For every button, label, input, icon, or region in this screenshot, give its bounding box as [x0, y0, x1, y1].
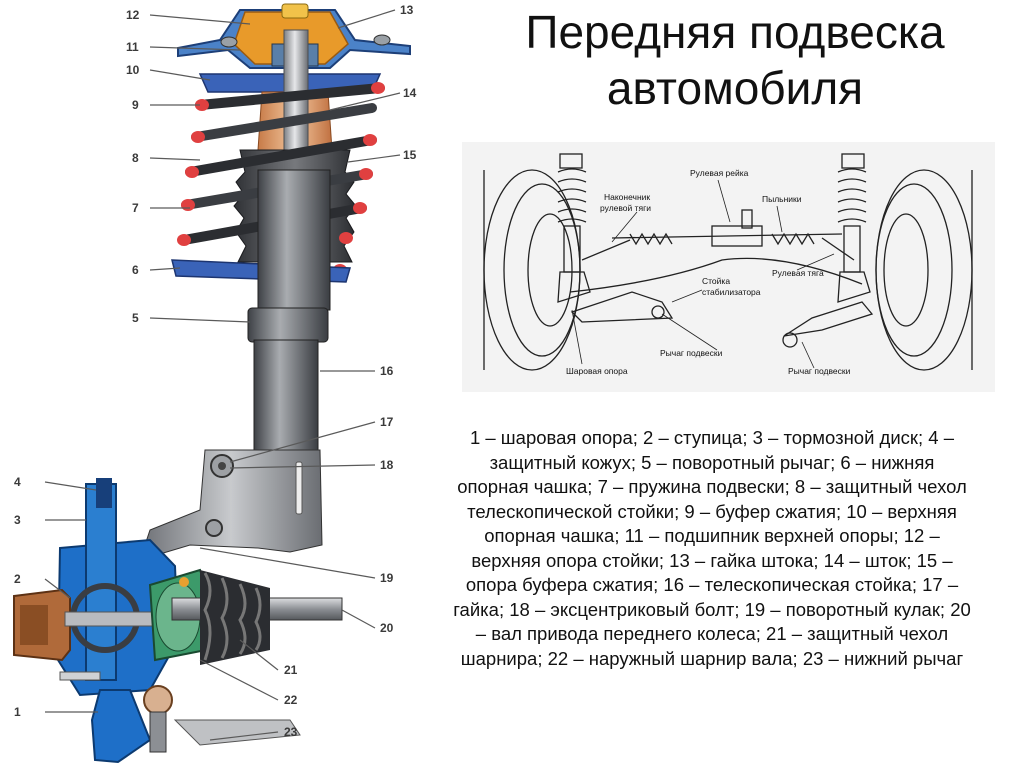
left-control-arm: [570, 291, 674, 323]
callout-19: 19: [380, 571, 394, 585]
callout-8: 8: [132, 151, 139, 165]
callout-6: 6: [132, 263, 139, 277]
steering-rack: [611, 209, 843, 247]
callout-4: 4: [14, 475, 21, 489]
slide-title: Передняя подвеска автомобиля: [450, 4, 1020, 116]
label-ball-joint: Шаровая опора: [566, 366, 628, 376]
stabilizer-bar: [569, 257, 863, 293]
label-control-arm-right: Рычаг подвески: [788, 366, 851, 376]
strut-illustration: 1 2 3 4 5 6 7 8 9 10 11 12 13 14 15 16 1…: [13, 3, 417, 764]
slide-title-line-1: Передняя подвеска: [525, 6, 945, 58]
front-suspension-diagram: Рулевая рейка Наконечник рулевой тяги Пы…: [462, 142, 995, 392]
callout-12: 12: [126, 8, 140, 22]
label-stabilizer-1: Стойка: [702, 276, 730, 286]
knuckle-bracket: [139, 449, 323, 561]
left-strut: [557, 153, 591, 303]
callout-21: 21: [284, 663, 298, 677]
callout-13: 13: [400, 3, 414, 17]
callout-16: 16: [380, 364, 394, 378]
label-tie-rod: Рулевая тяга: [772, 268, 824, 278]
callout-11: 11: [126, 40, 139, 54]
strut-body: [257, 169, 331, 311]
label-stabilizer-2: стабилизатора: [702, 287, 761, 297]
callout-22: 22: [284, 693, 298, 707]
callout-numbers: 1 2 3 4 5 6 7 8 9 10 11 12 13 14 15 16 1…: [14, 3, 417, 739]
callout-20: 20: [380, 621, 394, 635]
leader-lines: [571, 179, 835, 369]
callout-23: 23: [284, 725, 298, 739]
callout-17: 17: [380, 415, 394, 429]
lower-arm: [173, 719, 301, 746]
parts-legend: 1 – шаровая опора; 2 – ступица; 3 – торм…: [453, 427, 971, 669]
callout-9: 9: [132, 98, 139, 112]
callout-10: 10: [126, 63, 140, 77]
callout-7: 7: [132, 201, 139, 215]
right-strut: [837, 153, 871, 303]
callout-3: 3: [14, 513, 21, 527]
label-boots: Пыльники: [762, 194, 802, 204]
label-tie-rod-end-1: Наконечник: [604, 192, 650, 202]
callout-15: 15: [403, 148, 417, 162]
telescopic-strut: [253, 339, 319, 453]
label-control-arm-center: Рычаг подвески: [660, 348, 723, 358]
callout-lines: [44, 9, 401, 741]
callout-14: 14: [403, 86, 417, 100]
callout-5: 5: [132, 311, 139, 325]
callout-2: 2: [14, 572, 21, 586]
cv-joint: [148, 568, 343, 665]
callout-18: 18: [380, 458, 394, 472]
strut-exploded-diagram: 1 2 3 4 5 6 7 8 9 10 11 12 13 14 15 16 1…: [0, 0, 460, 768]
right-control-arm: [783, 301, 874, 337]
callout-1: 1: [14, 705, 21, 719]
slide-title-line-2: автомобиля: [606, 62, 864, 114]
steering-arm-ring: [247, 307, 329, 343]
front-suspension-drawing: Рулевая рейка Наконечник рулевой тяги Пы…: [483, 153, 973, 376]
label-steering-rack: Рулевая рейка: [690, 168, 749, 178]
label-tie-rod-end-2: рулевой тяги: [600, 203, 651, 213]
right-wheel: [875, 169, 973, 371]
